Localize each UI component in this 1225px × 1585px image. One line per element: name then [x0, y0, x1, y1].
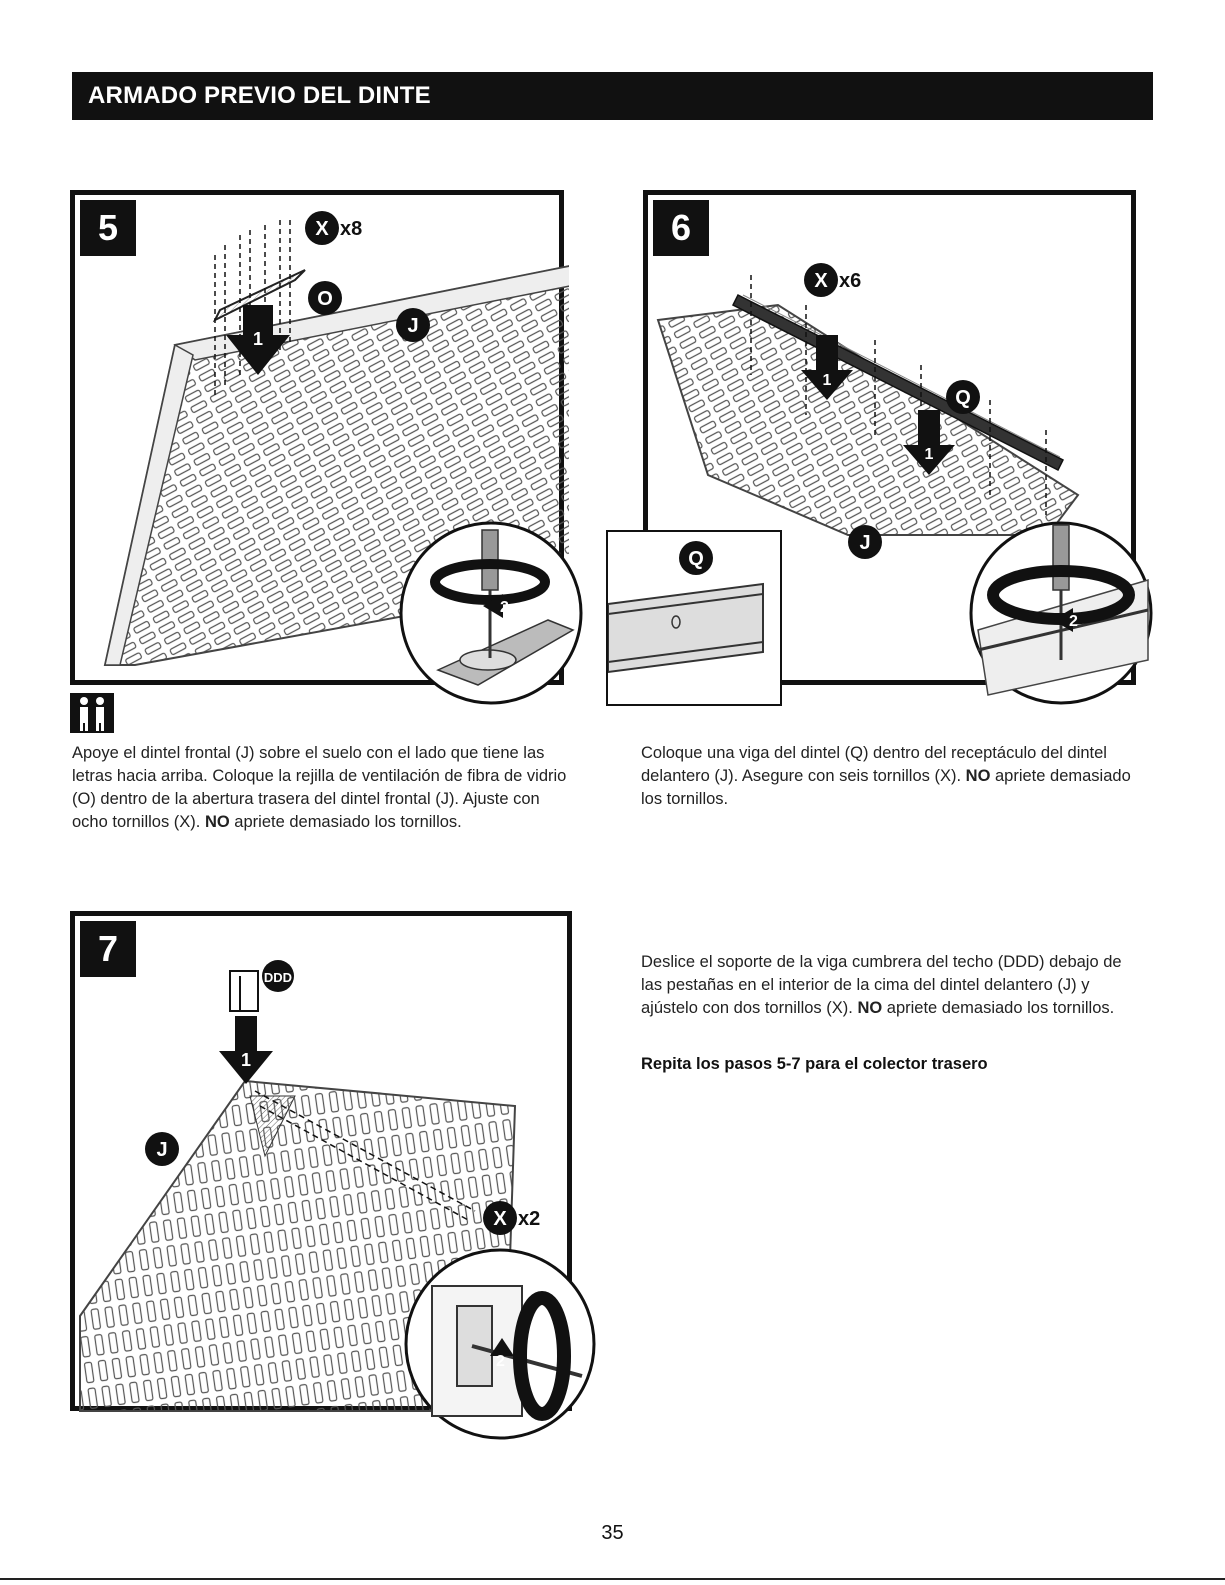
step-5-arrow-2-label: 2 — [500, 599, 509, 616]
part-j-marker — [848, 525, 882, 559]
step-6-arrow-2-label: 2 — [1069, 613, 1078, 630]
step-5-panel: 1 X x8 O J 5 — [70, 190, 569, 685]
turn-arrow-icon — [490, 1338, 514, 1356]
part-x-marker — [804, 263, 838, 297]
part-x-marker — [305, 211, 339, 245]
section-title: ARMADO PREVIO DEL DINTE — [88, 82, 431, 109]
step-6-lintel-label: J — [859, 532, 870, 554]
step-6-screw-qty: x6 — [839, 270, 861, 292]
part-x-marker — [483, 1201, 517, 1235]
step-5-screw-label: X — [315, 218, 329, 240]
step-5-lintel-label: J — [407, 315, 418, 337]
page-number: 35 — [601, 1522, 624, 1544]
repeat-steps-note: Repita los pasos 5-7 para el colector tr… — [641, 1055, 988, 1073]
part-j-marker — [396, 308, 430, 342]
step-6-badge: 6 — [653, 200, 709, 256]
step-7-screw-qty: x2 — [518, 1208, 540, 1230]
step-5-instructions: Apoye el dintel frontal (J) sobre el sue… — [72, 744, 567, 831]
step-6-instructions: Coloque una viga del dintel (Q) dentro d… — [641, 744, 1131, 808]
part-ddd-marker — [262, 960, 294, 992]
step-5-screw-qty: x8 — [340, 218, 362, 240]
turn-arrow-icon — [483, 594, 503, 618]
section-header: ARMADO PREVIO DEL DINTE — [72, 72, 1153, 120]
step-7-screw-label: X — [493, 1208, 507, 1230]
two-person-icon — [70, 693, 114, 733]
step-5-vent-label: O — [317, 288, 333, 310]
step-7-arrow-2-label: 2 — [496, 1353, 505, 1370]
down-arrow-icon — [903, 410, 955, 475]
part-q-marker — [946, 380, 980, 414]
step-7-detail-circle: 2 — [404, 1248, 596, 1440]
down-arrow-icon — [226, 305, 290, 375]
step-7-arrow-1-label: 1 — [241, 1050, 251, 1070]
screw-guide-lines — [254, 1090, 476, 1222]
step-6-beam-label: Q — [955, 387, 971, 409]
down-arrow-icon — [801, 335, 853, 400]
part-o-marker — [308, 281, 342, 315]
step-7-lintel-label: J — [156, 1139, 167, 1161]
part-j-marker — [145, 1132, 179, 1166]
step-6-part-inset: Q — [606, 530, 782, 706]
step-6-arrow-1a-label: 1 — [823, 372, 832, 389]
step-6-inset-label: Q — [688, 548, 704, 570]
step-6-illustration: 1 1 X x6 Q J — [656, 263, 1080, 559]
step-5-arrow-1-label: 1 — [253, 329, 263, 349]
step-5-badge: 5 — [80, 200, 136, 256]
step-5-detail-circle: 2 — [399, 521, 583, 705]
page-bottom-rule — [0, 1578, 1225, 1580]
step-7-badge: 7 — [80, 921, 136, 977]
step-6-screw-label: X — [814, 270, 828, 292]
step-7-bracket-label: DDD — [264, 970, 292, 985]
step-6-detail-circle: 2 — [969, 521, 1153, 705]
step-7-instructions: Deslice el soporte de la viga cumbrera d… — [641, 953, 1122, 1017]
step-6-arrow-1b-label: 1 — [925, 446, 934, 463]
turn-arrow-icon — [1053, 608, 1073, 632]
down-arrow-icon — [219, 1016, 273, 1084]
